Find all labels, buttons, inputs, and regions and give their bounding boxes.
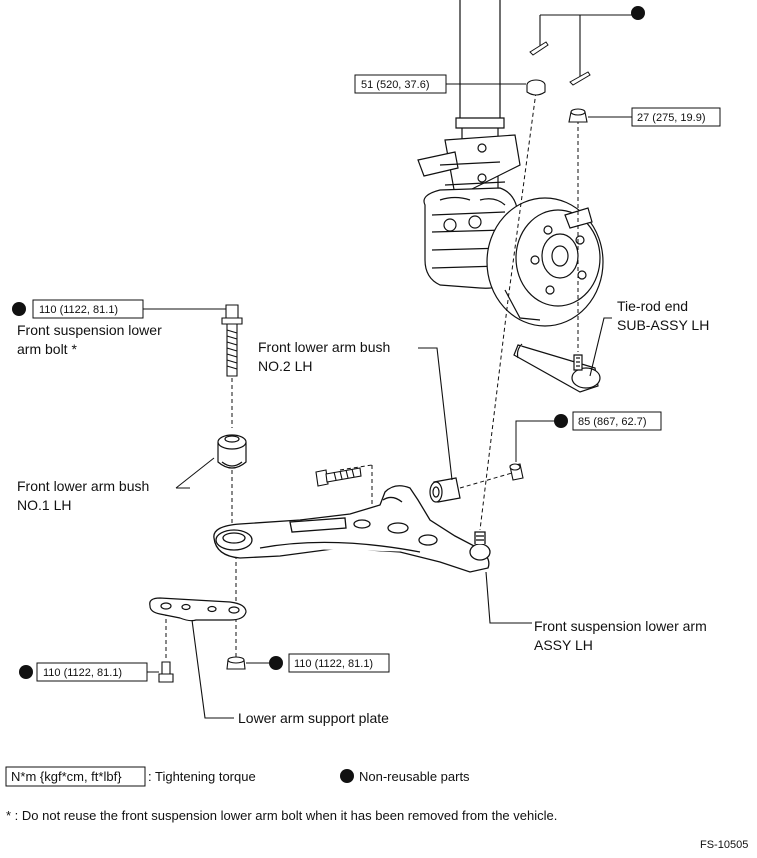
label-lower-arm-line2: ASSY LH [534, 637, 593, 653]
label-bush-no1-line2: NO.1 LH [17, 497, 71, 513]
leader-bush-no2-nut [515, 420, 561, 462]
torque-box-tie-rod-nut [631, 107, 721, 127]
leader-tie-rod [589, 317, 612, 377]
torque-support-plate-bolt: 110 (1122, 81.1) [43, 667, 122, 679]
leader-support-plate [191, 619, 234, 719]
front-suspension-lower-arm [213, 485, 491, 573]
footnote: * : Do not reuse the front suspension lo… [6, 808, 557, 823]
legend-nonreusable: Non-reusable parts [359, 769, 470, 784]
nonreusable-marker-support-plate-bolt [19, 665, 33, 679]
torque-box-support-plate-nut [288, 653, 390, 673]
leader-bush-no1 [175, 457, 215, 489]
support-plate-bolt [158, 661, 174, 683]
torque-bush-no2-nut: 85 (867, 62.7) [578, 416, 647, 428]
legend-unit-text: : Tightening torque [148, 769, 256, 784]
torque-strut-nut: 51 (520, 37.6) [361, 79, 430, 91]
label-lower-arm-bolt-line2: arm bolt * [17, 341, 77, 357]
torque-box-strut-nut [354, 74, 447, 94]
legend-nonreusable-marker [340, 769, 354, 783]
cotter-pin-1 [529, 41, 549, 56]
strut-castle-nut [526, 79, 546, 96]
bush-no2-bolt [315, 467, 362, 487]
tie-rod-end [513, 343, 601, 393]
torque-box-bush-no2-nut [572, 411, 662, 431]
tie-rod-castle-nut [568, 108, 588, 123]
lower-arm-bolt [221, 304, 243, 377]
front-lower-arm-bush-no2 [429, 477, 461, 503]
label-tie-rod-line1: Tie-rod end [617, 298, 688, 314]
front-lower-arm-bush-no1 [217, 434, 247, 469]
label-bush-no2-line1: Front lower arm bush [258, 339, 390, 355]
bush-no2-nut [509, 463, 524, 481]
label-support-plate: Lower arm support plate [238, 710, 389, 726]
leader-lower-arm [485, 571, 532, 624]
cotter-pin-leaders [539, 14, 638, 80]
figure-id: FS-10505 [700, 839, 748, 851]
nonreusable-marker-cotter-pins [631, 6, 645, 20]
label-lower-arm-line1: Front suspension lower arm [534, 618, 707, 634]
lower-arm-support-plate [149, 597, 247, 622]
label-tie-rod-line2: SUB-ASSY LH [617, 317, 709, 333]
torque-tie-rod-nut: 27 (275, 19.9) [637, 112, 706, 124]
label-bush-no2-line2: NO.2 LH [258, 358, 312, 374]
nonreusable-marker-support-plate-nut [269, 656, 283, 670]
legend-unit: N*m {kgf*cm, ft*lbf} [11, 769, 122, 784]
cotter-pin-2 [569, 71, 591, 86]
legend-unit-box [5, 766, 146, 787]
support-plate-nut [226, 656, 246, 670]
torque-lower-arm-bolt: 110 (1122, 81.1) [39, 304, 118, 316]
strut-knuckle-assembly [417, 0, 604, 327]
nonreusable-marker-lower-arm-bolt [12, 302, 26, 316]
assembly-guide-lines [165, 91, 579, 662]
leader-bush-no2 [418, 347, 453, 481]
torque-support-plate-nut: 110 (1122, 81.1) [294, 658, 373, 670]
label-bush-no1-line1: Front lower arm bush [17, 478, 149, 494]
label-lower-arm-bolt-line1: Front suspension lower [17, 322, 162, 338]
